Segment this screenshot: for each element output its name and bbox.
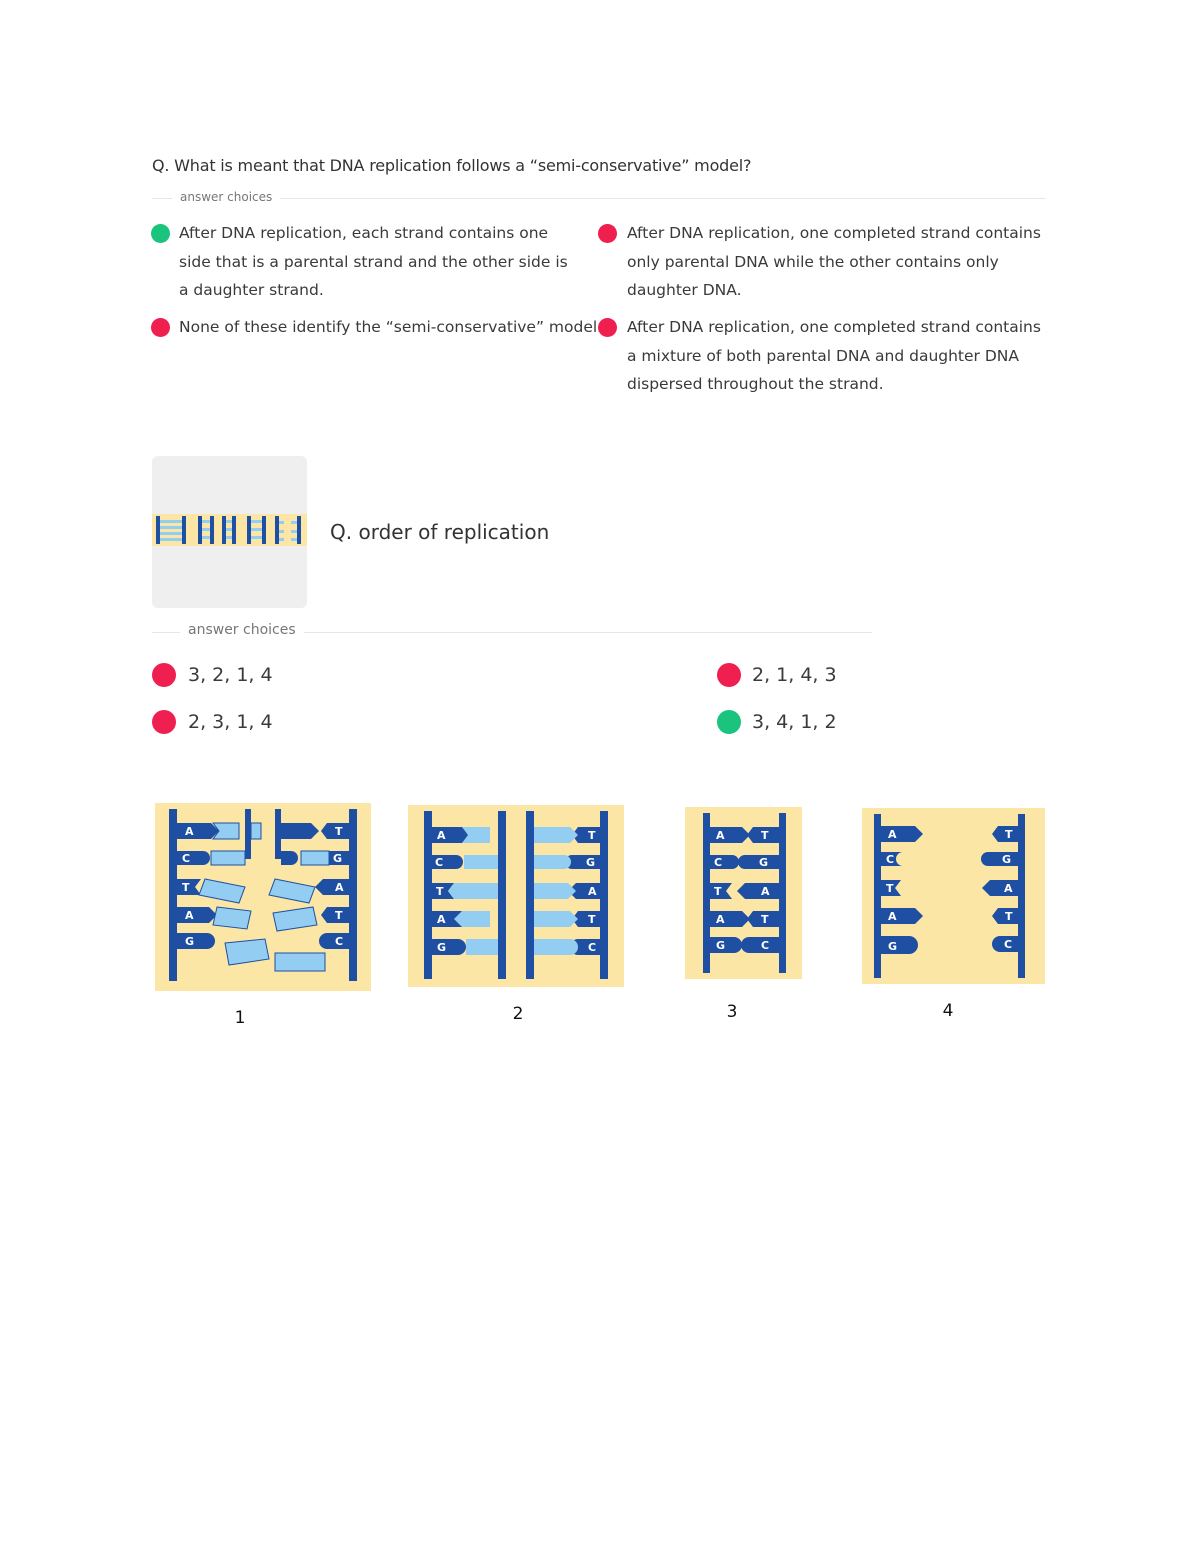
dna-double-strand-icon: A C T A G T G A T C xyxy=(703,813,786,973)
base-label: A xyxy=(1004,882,1013,895)
answer-choices-divider-1 xyxy=(152,198,1046,199)
base-label: A xyxy=(185,825,194,838)
base-label: T xyxy=(761,913,769,926)
dna-separated-strands-icon: A C T A G T G A T C xyxy=(874,814,1025,978)
base-label: G xyxy=(586,856,595,869)
figure-label-3: 3 xyxy=(726,1002,738,1022)
incorrect-indicator-icon xyxy=(152,710,176,734)
q1-choice-2[interactable]: After DNA replication, one completed str… xyxy=(627,224,1041,299)
base-label: A xyxy=(888,910,897,923)
base-label: C xyxy=(182,852,190,865)
incorrect-indicator-icon xyxy=(717,663,741,687)
base-label: G xyxy=(185,935,194,948)
dna-panel-4: A C T A G T G A T C xyxy=(862,808,1045,984)
base-label: A xyxy=(185,909,194,922)
base-label: G xyxy=(333,852,342,865)
incorrect-indicator-icon xyxy=(598,318,617,337)
base-label: T xyxy=(588,829,596,842)
base-label: C xyxy=(588,941,596,954)
base-label: A xyxy=(716,829,725,842)
base-label: T xyxy=(886,882,894,895)
base-label: C xyxy=(435,856,443,869)
base-label: G xyxy=(759,856,768,869)
base-label: A xyxy=(437,829,446,842)
dna-panel-2: A C T A G T G A T C xyxy=(408,805,624,987)
answer-choices-label-2: answer choices xyxy=(180,622,304,638)
q1-choice-3[interactable]: None of these identify the “semi-conserv… xyxy=(179,318,603,336)
dna-panel-3: A C T A G T G A T C xyxy=(685,807,802,979)
figure-label-2: 2 xyxy=(512,1004,524,1024)
base-label: T xyxy=(714,885,722,898)
q2-choice-1[interactable]: 3, 2, 1, 4 xyxy=(188,664,273,686)
base-label: G xyxy=(1002,853,1011,866)
base-label: G xyxy=(888,940,897,953)
base-label: T xyxy=(436,885,444,898)
incorrect-indicator-icon xyxy=(152,663,176,687)
base-label: A xyxy=(716,913,725,926)
dna-panel-1: A C T A G T G A T C xyxy=(155,803,371,991)
incorrect-indicator-icon xyxy=(598,224,617,243)
base-label: A xyxy=(437,913,446,926)
question-2-text: Q. order of replication xyxy=(330,520,550,544)
figure-label-4: 4 xyxy=(942,1001,954,1021)
base-label: T xyxy=(588,913,596,926)
q1-choice-1[interactable]: After DNA replication, each strand conta… xyxy=(179,224,568,299)
base-label: T xyxy=(335,909,343,922)
answer-choices-label-1: answer choices xyxy=(172,190,281,204)
q2-choice-4[interactable]: 3, 4, 1, 2 xyxy=(752,711,837,733)
dna-unwinding-icon: A C T A G T G A T C xyxy=(169,809,357,981)
base-label: A xyxy=(888,828,897,841)
base-label: G xyxy=(716,939,725,952)
base-label: A xyxy=(761,885,770,898)
base-label: T xyxy=(1005,910,1013,923)
base-label: A xyxy=(588,885,597,898)
dna-thumbnail-icon xyxy=(152,514,307,546)
q2-choice-2[interactable]: 2, 1, 4, 3 xyxy=(752,664,837,686)
question-image-thumbnail[interactable] xyxy=(152,456,307,608)
base-label: C xyxy=(1004,938,1012,951)
correct-indicator-icon xyxy=(717,710,741,734)
base-label: T xyxy=(1005,828,1013,841)
base-label: T xyxy=(761,829,769,842)
base-label: C xyxy=(714,856,722,869)
base-label: T xyxy=(335,825,343,838)
incorrect-indicator-icon xyxy=(151,318,170,337)
question-1-text: Q. What is meant that DNA replication fo… xyxy=(152,156,752,175)
q2-choice-3[interactable]: 2, 3, 1, 4 xyxy=(188,711,273,733)
answer-choices-divider-2 xyxy=(152,632,872,633)
base-label: C xyxy=(886,853,894,866)
base-label: C xyxy=(335,935,343,948)
base-label: C xyxy=(761,939,769,952)
base-label: T xyxy=(182,881,190,894)
base-label: A xyxy=(335,881,344,894)
figure-label-1: 1 xyxy=(234,1008,246,1028)
q1-choice-4[interactable]: After DNA replication, one completed str… xyxy=(627,318,1041,393)
base-label: G xyxy=(437,941,446,954)
dna-two-copies-icon: A C T A G T G A T C xyxy=(424,811,608,979)
correct-indicator-icon xyxy=(151,224,170,243)
